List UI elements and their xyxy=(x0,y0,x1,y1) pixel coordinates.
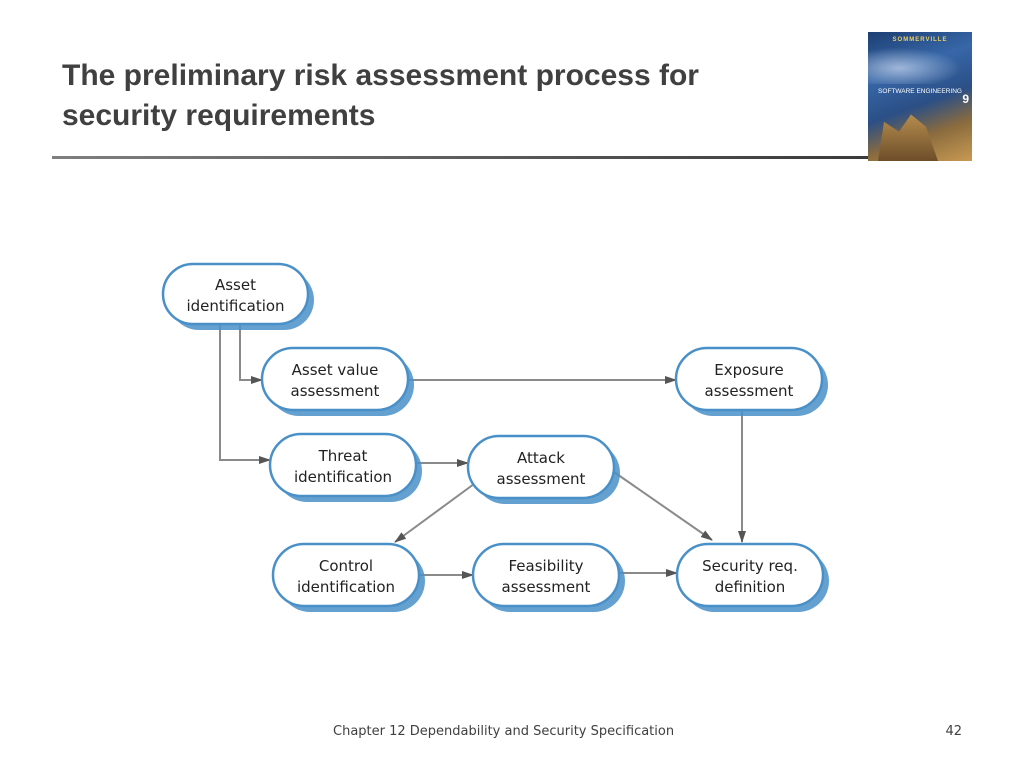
node-box xyxy=(161,262,310,326)
slide-title-line-1: The preliminary risk assessment process … xyxy=(62,59,699,92)
footer-page-number: 42 xyxy=(945,724,962,739)
node-label-line-1: Asset value xyxy=(292,361,379,379)
slide-title: The preliminary risk assessment process … xyxy=(62,56,842,136)
node-label: Asset value assessment xyxy=(291,361,380,400)
book-cover-title: SOFTWARE ENGINEERING xyxy=(878,88,962,95)
node-label-line-1: Exposure xyxy=(714,361,783,379)
edge-attack-assessment-to-security-req-definition xyxy=(613,471,713,541)
node-asset-identification: Asset identification xyxy=(161,262,314,330)
node-label: Threat identification xyxy=(294,447,392,486)
book-cover-sky xyxy=(868,44,972,84)
book-cover-edition: 9 xyxy=(962,92,969,106)
node-label: Asset identification xyxy=(186,276,284,315)
edge-attack-assessment-to-control-identification xyxy=(394,483,475,543)
edges-layer xyxy=(219,324,746,579)
node-label: Attack assessment xyxy=(497,449,586,488)
node-control-identification: Control identification xyxy=(271,542,425,612)
node-label: Feasibility assessment xyxy=(502,557,591,596)
node-label-line-1: Threat xyxy=(318,447,368,465)
node-attack-assessment: Attack assessment xyxy=(466,434,620,504)
book-cover-author: SOMMERVILLE xyxy=(892,37,948,43)
node-label-line-2: assessment xyxy=(705,382,794,400)
title-divider xyxy=(52,156,872,159)
node-label-line-2: assessment xyxy=(502,578,591,596)
node-box xyxy=(674,346,824,412)
node-label-line-1: Security req. xyxy=(702,557,798,575)
node-box xyxy=(260,346,410,412)
node-label: Control identification xyxy=(297,557,395,596)
node-box xyxy=(268,432,418,498)
node-box xyxy=(271,542,421,608)
node-box xyxy=(471,542,621,608)
node-exposure-assessment: Exposure assessment xyxy=(674,346,828,416)
book-cover-image: SOMMERVILLE SOFTWARE ENGINEERING 9 xyxy=(868,32,972,161)
node-feasibility-assessment: Feasibility assessment xyxy=(471,542,625,612)
footer-chapter-text: Chapter 12 Dependability and Security Sp… xyxy=(333,724,675,739)
node-label-line-2: assessment xyxy=(497,470,586,488)
node-box xyxy=(675,542,825,608)
edge-asset-identification-to-asset-value-assessment xyxy=(239,324,263,384)
node-label: Exposure assessment xyxy=(705,361,794,400)
node-threat-identification: Threat identification xyxy=(268,432,422,502)
node-label-line-2: identification xyxy=(297,578,395,596)
node-asset-value-assessment: Asset value assessment xyxy=(260,346,414,416)
node-label-line-1: Attack xyxy=(517,449,565,467)
node-box xyxy=(466,434,616,500)
node-label-line-1: Asset xyxy=(215,276,256,294)
node-label-line-2: identification xyxy=(294,468,392,486)
node-label-line-2: assessment xyxy=(291,382,380,400)
node-label-line-1: Feasibility xyxy=(509,557,584,575)
slide-title-line-2: security requirements xyxy=(62,99,376,132)
node-security-req-definition: Security req. definition xyxy=(675,542,829,612)
edge-asset-identification-to-threat-identification xyxy=(219,324,271,464)
node-label-line-2: definition xyxy=(715,578,786,596)
node-label-line-2: identification xyxy=(186,297,284,315)
node-label: Security req. definition xyxy=(702,557,798,596)
node-label-line-1: Control xyxy=(319,557,373,575)
